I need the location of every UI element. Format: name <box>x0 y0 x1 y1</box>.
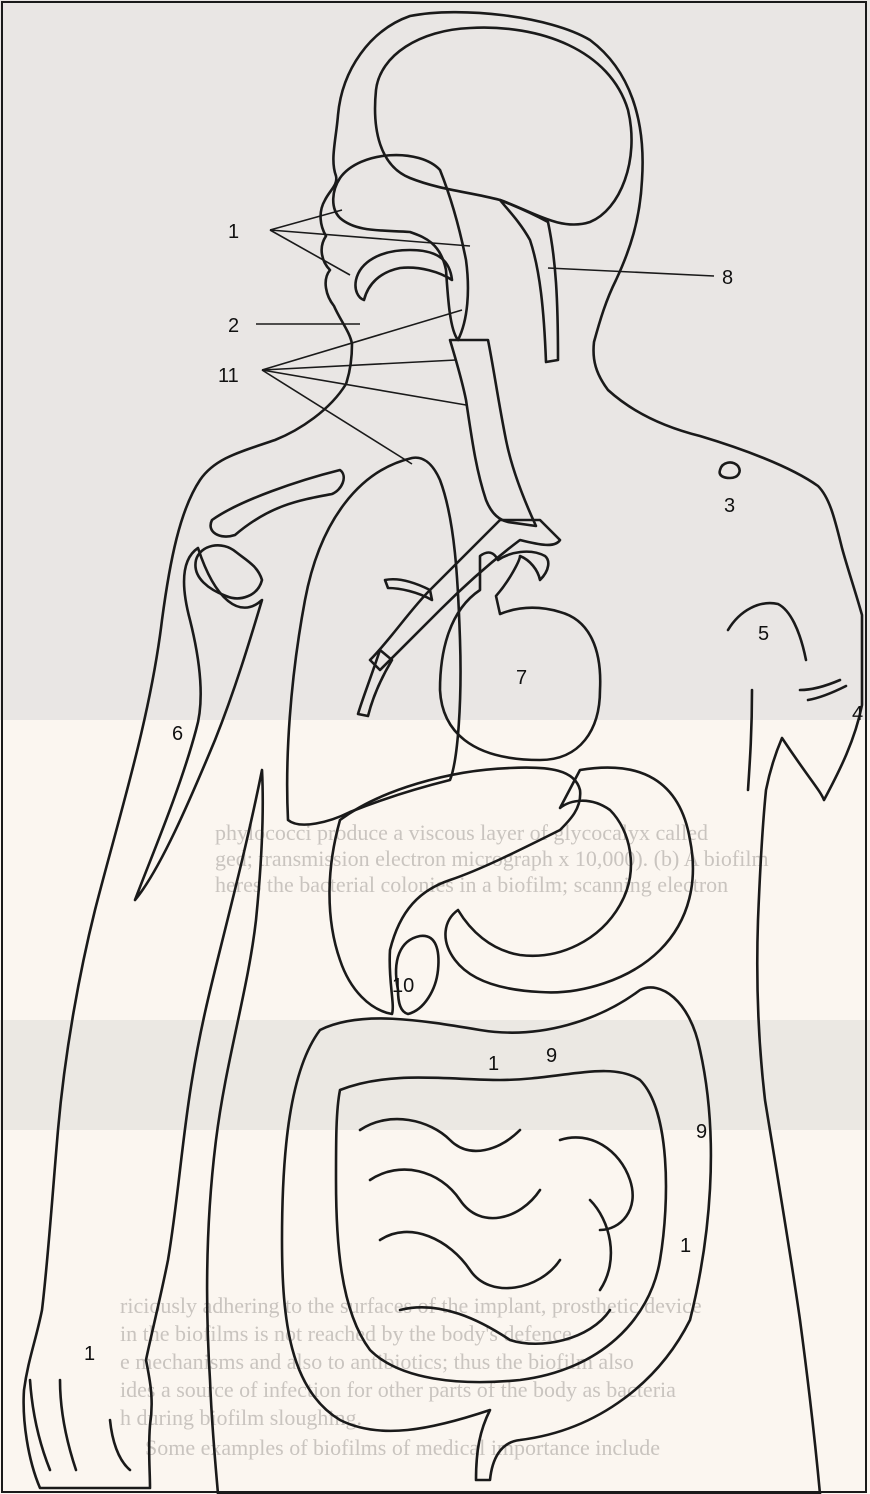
gray-band-middle <box>0 1020 870 1130</box>
label-5: 5 <box>758 623 769 645</box>
show-through-line: heres the bacterial colonies in a biofil… <box>215 872 728 897</box>
label-9-right: 9 <box>696 1121 707 1143</box>
label-7: 7 <box>516 667 527 689</box>
label-1-hand: 1 <box>84 1343 95 1365</box>
label-8: 8 <box>722 267 733 289</box>
label-10: 10 <box>392 975 414 997</box>
show-through-line: in the biofilms is not reached by the bo… <box>120 1321 572 1346</box>
label-4: 4 <box>852 703 863 725</box>
label-1-colon: 1 <box>488 1053 499 1075</box>
label-2: 2 <box>228 315 239 337</box>
label-11: 11 <box>218 365 239 387</box>
label-6: 6 <box>172 723 183 745</box>
show-through-line: Some examples of biofilms of medical imp… <box>145 1435 660 1460</box>
show-through-line: ides a source of infection for other par… <box>120 1377 676 1402</box>
label-3: 3 <box>724 495 735 517</box>
label-1-head: 1 <box>228 221 239 243</box>
show-through-line: phylococci produce a viscous layer of gl… <box>215 820 708 845</box>
gray-band-top <box>0 0 870 720</box>
show-through-line: ged; transmission electron micrograph x … <box>215 846 769 871</box>
show-through-line: e mechanisms and also to antibiotics; th… <box>120 1349 634 1374</box>
label-1-right: 1 <box>680 1235 691 1257</box>
label-9-colon: 9 <box>546 1045 557 1067</box>
